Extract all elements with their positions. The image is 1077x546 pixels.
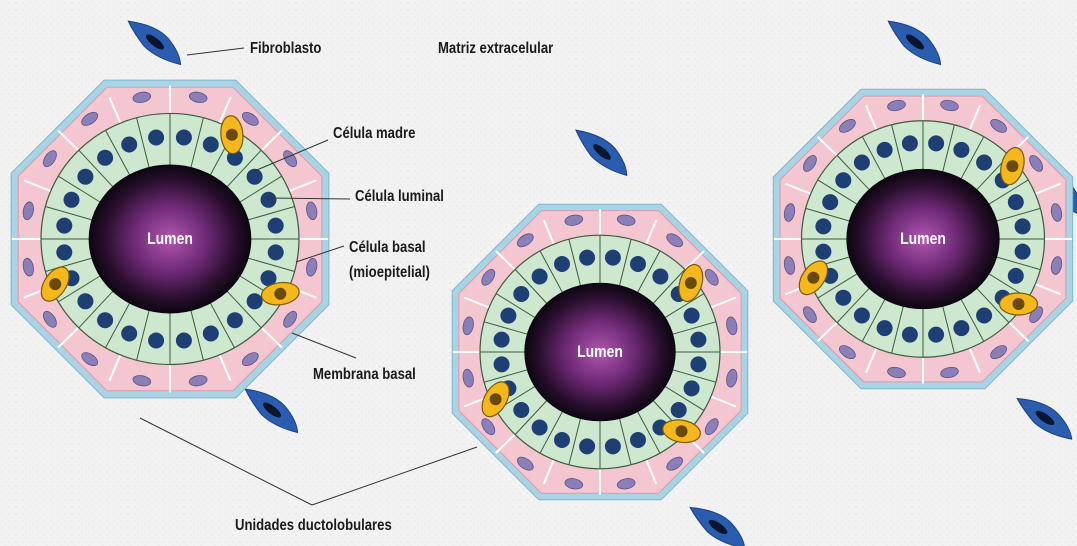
luminal-cell-nucleus	[268, 218, 284, 234]
label-mioepitelial: (mioepitelial)	[349, 264, 430, 282]
luminal-cell-nucleus	[953, 320, 969, 336]
luminal-cell-nucleus	[854, 308, 870, 324]
luminal-cell-nucleus	[652, 269, 668, 285]
luminal-cell-nucleus	[605, 438, 621, 454]
luminal-cell-nucleus	[854, 155, 870, 171]
luminal-cell-nucleus	[56, 218, 72, 234]
luminal-cell-nucleus	[176, 333, 192, 349]
luminal-cell-nucleus	[684, 308, 700, 324]
stem-cell-nucleus	[49, 278, 61, 290]
stem-cell-nucleus	[274, 288, 286, 300]
luminal-cell-nucleus	[690, 332, 706, 348]
luminal-cell-nucleus	[1008, 268, 1024, 284]
luminal-cell-nucleus	[579, 438, 595, 454]
luminal-cell-nucleus	[121, 137, 137, 153]
luminal-cell-nucleus	[513, 286, 529, 302]
luminal-cell-nucleus	[261, 192, 277, 208]
luminal-cell-nucleus	[671, 402, 687, 418]
stem-cell-nucleus	[807, 272, 819, 284]
luminal-cell-nucleus	[247, 293, 263, 309]
label-celula-basal: Célula basal	[349, 239, 426, 257]
luminal-cell-nucleus	[227, 312, 243, 328]
luminal-cell-nucleus	[928, 327, 944, 343]
luminal-cell-nucleus	[976, 308, 992, 324]
luminal-cell-nucleus	[97, 150, 113, 166]
label-celula-luminal: Célula luminal	[355, 188, 444, 206]
luminal-cell-nucleus	[554, 256, 570, 272]
luminal-cell-nucleus	[148, 333, 164, 349]
luminal-cell-nucleus	[1015, 244, 1031, 260]
luminal-cell-nucleus	[532, 269, 548, 285]
luminal-cell-nucleus	[835, 290, 851, 306]
luminal-cell-nucleus	[77, 169, 93, 185]
stem-cell-nucleus	[1013, 298, 1025, 310]
lumen-label-3: Lumen	[900, 229, 946, 249]
luminal-cell-nucleus	[815, 244, 831, 260]
luminal-cell-nucleus	[835, 172, 851, 188]
luminal-cell-nucleus	[877, 142, 893, 158]
luminal-cell-nucleus	[77, 293, 93, 309]
luminal-cell-nucleus	[630, 256, 646, 272]
luminal-cell-nucleus	[877, 320, 893, 336]
label-matriz-extracelular: Matriz extracelular	[438, 40, 553, 58]
luminal-cell-nucleus	[494, 356, 510, 372]
luminal-cell-nucleus	[1008, 194, 1024, 210]
label-fibroblasto: Fibroblasto	[250, 40, 321, 58]
luminal-cell-nucleus	[928, 135, 944, 151]
luminal-cell-nucleus	[953, 142, 969, 158]
luminal-cell-nucleus	[500, 308, 516, 324]
luminal-cell-nucleus	[513, 402, 529, 418]
luminal-cell-nucleus	[605, 250, 621, 266]
luminal-cell-nucleus	[976, 155, 992, 171]
luminal-cell-nucleus	[64, 192, 80, 208]
stem-cell-nucleus	[490, 393, 502, 405]
luminal-cell-nucleus	[532, 420, 548, 436]
luminal-cell-nucleus	[148, 130, 164, 146]
luminal-cell-nucleus	[203, 137, 219, 153]
luminal-cell-nucleus	[1015, 218, 1031, 234]
stem-cell-nucleus	[685, 277, 697, 289]
luminal-cell-nucleus	[203, 326, 219, 342]
stem-cell-nucleus	[1006, 160, 1018, 172]
luminal-cell-nucleus	[690, 356, 706, 372]
luminal-cell-nucleus	[822, 194, 838, 210]
luminal-cell-nucleus	[494, 332, 510, 348]
luminal-cell-nucleus	[579, 250, 595, 266]
label-membrana-basal: Membrana basal	[313, 366, 416, 384]
luminal-cell-nucleus	[630, 432, 646, 448]
stem-cell-nucleus	[226, 129, 238, 141]
luminal-cell-nucleus	[902, 327, 918, 343]
luminal-cell-nucleus	[268, 244, 284, 260]
luminal-cell-nucleus	[554, 432, 570, 448]
lumen-label-2: Lumen	[577, 342, 623, 362]
stem-cell-nucleus	[676, 425, 688, 437]
lumen-label-1: Lumen	[147, 229, 193, 249]
label-unidades-ductolobulares: Unidades ductolobulares	[235, 517, 392, 535]
luminal-cell-nucleus	[56, 244, 72, 260]
label-celula-madre: Célula madre	[333, 125, 415, 143]
luminal-cell-nucleus	[815, 218, 831, 234]
luminal-cell-nucleus	[902, 135, 918, 151]
luminal-cell-nucleus	[97, 312, 113, 328]
luminal-cell-nucleus	[684, 380, 700, 396]
luminal-cell-nucleus	[176, 130, 192, 146]
luminal-cell-nucleus	[121, 326, 137, 342]
